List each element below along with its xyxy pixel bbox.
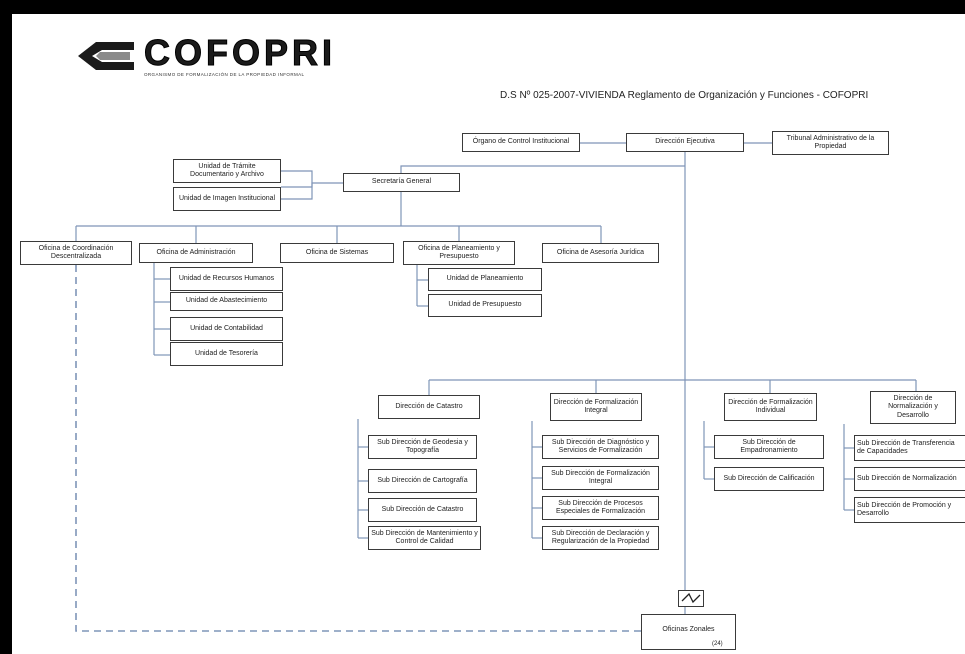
logo-subtitle: ORGANISMO DE FORMALIZACIÓN DE LA PROPIED… — [144, 72, 305, 77]
box-sub-normalizacion: Sub Dirección de Normalización — [854, 467, 965, 491]
box-direccion-formalizacion-individual: Dirección de Formalización Individual — [724, 393, 817, 421]
box-sub-geodesia: Sub Dirección de Geodesia y Topografía — [368, 435, 477, 459]
box-unidad-abastecimiento: Unidad de Abastecimiento — [170, 292, 283, 311]
break-symbol-icon — [678, 590, 704, 607]
box-unidad-recursos-humanos: Unidad de Recursos Humanos — [170, 267, 283, 291]
box-sub-procesos-especiales: Sub Dirección de Procesos Especiales de … — [542, 496, 659, 520]
logo-mark-icon — [78, 42, 134, 70]
box-sub-transferencia: Sub Dirección de Transferencia de Capaci… — [854, 435, 965, 461]
logo-wordmark: COFOPRI — [143, 32, 337, 73]
box-sub-promocion: Sub Dirección de Promoción y Desarrollo — [854, 497, 965, 523]
box-sub-mantenimiento: Sub Dirección de Mantenimiento y Control… — [368, 526, 481, 550]
connector-line — [281, 170, 313, 188]
box-sub-catastro: Sub Dirección de Catastro — [368, 498, 477, 522]
box-direccion-normalizacion: Dirección de Normalización y Desarrollo — [870, 391, 956, 424]
connector-line — [281, 182, 343, 200]
dashed-coordination-line — [75, 265, 641, 632]
box-oficina-sistemas: Oficina de Sistemas — [280, 243, 394, 263]
box-sub-diagnostico: Sub Dirección de Diagnóstico y Servicios… — [542, 435, 659, 459]
box-unidad-imagen: Unidad de Imagen Institucional — [173, 187, 281, 211]
box-sub-declaracion: Sub Dirección de Declaración y Regulariz… — [542, 526, 659, 550]
box-sub-formalizacion-integral: Sub Dirección de Formalización Integral — [542, 466, 659, 490]
box-direccion-formalizacion-integral: Dirección de Formalización Integral — [550, 393, 642, 421]
connector-line — [400, 165, 685, 173]
box-unidad-contabilidad: Unidad de Contabilidad — [170, 317, 283, 341]
box-oficina-administracion: Oficina de Administración — [139, 243, 253, 263]
org-chart-sheet: COFOPRI ORGANISMO DE FORMALIZACIÓN DE LA… — [12, 14, 965, 654]
oficinas-zonales-count: (24) — [712, 641, 723, 647]
box-oficinas-zonales: Oficinas Zonales — [641, 614, 736, 650]
box-direccion-ejecutiva: Dirección Ejecutiva — [626, 133, 744, 152]
cofopri-logo: COFOPRI ORGANISMO DE FORMALIZACIÓN DE LA… — [72, 32, 392, 78]
box-direccion-catastro: Dirección de Catastro — [378, 395, 480, 419]
box-sub-empadronamiento: Sub Dirección de Empadronamiento — [714, 435, 824, 459]
box-unidad-planeamiento: Unidad de Planeamiento — [428, 268, 542, 291]
box-oficina-asesoria: Oficina de Asesoría Jurídica — [542, 243, 659, 263]
box-unidad-tramite: Unidad de Trámite Documentario y Archivo — [173, 159, 281, 183]
box-sub-calificacion: Sub Dirección de Calificación — [714, 467, 824, 491]
connector-lines — [75, 142, 917, 632]
box-oficina-planeamiento: Oficina de Planeamiento y Presupuesto — [403, 241, 515, 265]
box-unidad-tesoreria: Unidad de Tesorería — [170, 342, 283, 366]
box-secretaria-general: Secretaría General — [343, 173, 460, 192]
box-organo-control: Órgano de Control Institucional — [462, 133, 580, 152]
box-tribunal-administrativo: Tribunal Administrativo de la Propiedad — [772, 131, 889, 155]
document-title: D.S Nº 025-2007-VIVIENDA Reglamento de O… — [500, 90, 869, 101]
box-sub-cartografia: Sub Dirección de Cartografía — [368, 469, 477, 493]
box-unidad-presupuesto: Unidad de Presupuesto — [428, 294, 542, 317]
box-oficina-coordinacion: Oficina de Coordinación Descentralizada — [20, 241, 132, 265]
